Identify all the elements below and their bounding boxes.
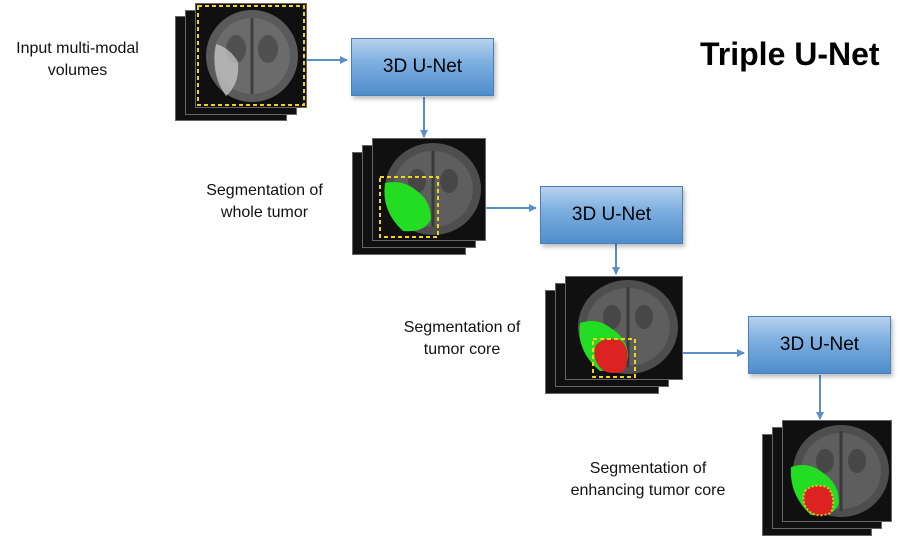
label-core-line-2: tumor core bbox=[423, 341, 501, 358]
label-core-line-1: Segmentation of bbox=[403, 319, 521, 336]
label-whole-line-2: whole tumor bbox=[220, 204, 309, 221]
volume-slice-front bbox=[195, 3, 307, 108]
label-whole-line-1: Segmentation of bbox=[206, 182, 323, 199]
label-enhancing-line-2: enhancing tumor core bbox=[570, 482, 726, 499]
label-enhancing-core: Segmentation of enhancing tumor core bbox=[548, 458, 748, 502]
label-input-line-2: volumes bbox=[47, 62, 108, 79]
brain-mri-slice-icon bbox=[790, 425, 889, 517]
brain-mri-slice-icon bbox=[578, 280, 678, 378]
label-tumor-core: Segmentation of tumor core bbox=[387, 317, 537, 361]
brain-mri-slice-icon bbox=[379, 143, 481, 238]
dashed-crop-box-icon bbox=[379, 176, 439, 238]
label-whole-tumor: Segmentation of whole tumor bbox=[192, 180, 337, 224]
unet-box-3: 3D U-Net bbox=[748, 316, 891, 374]
label-input-volumes: Input multi-modal volumes bbox=[0, 38, 155, 82]
core-slice-front bbox=[565, 276, 683, 380]
brain-mri-slice-icon bbox=[197, 5, 305, 106]
dashed-crop-box-icon bbox=[197, 5, 305, 106]
unet-box-2: 3D U-Net bbox=[540, 186, 683, 244]
diagram-title: Triple U-Net bbox=[700, 36, 880, 72]
label-input-line-1: Input multi-modal bbox=[16, 40, 139, 57]
label-enhancing-line-1: Segmentation of bbox=[589, 460, 707, 477]
unet-box-1: 3D U-Net bbox=[351, 38, 494, 96]
enhancing-slice-front bbox=[782, 420, 892, 522]
whole-slice-front bbox=[372, 138, 486, 241]
dashed-crop-box-icon bbox=[592, 338, 636, 378]
